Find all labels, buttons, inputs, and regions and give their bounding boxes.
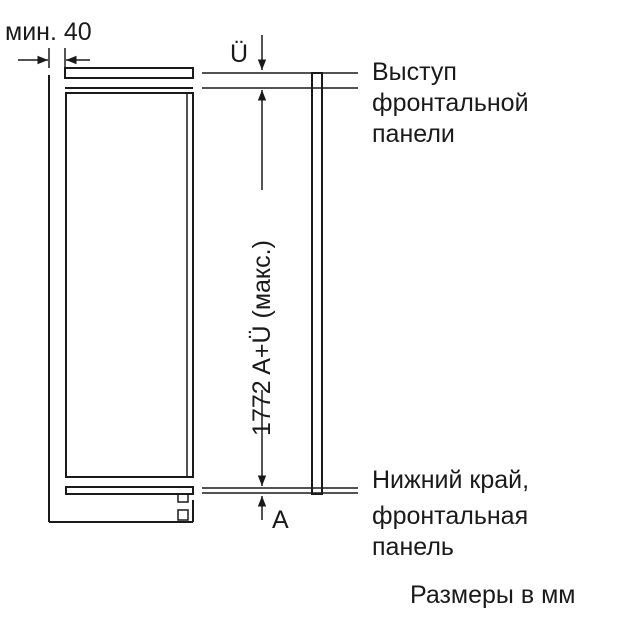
svg-text:панель: панель [372,533,454,561]
svg-text:Нижний край,: Нижний край, [372,466,529,494]
panel-overhang-label: Выступ фронтальной панели [372,58,529,148]
units-note: Размеры в мм [410,581,575,609]
front-panel [311,72,323,495]
svg-text:фронтальная: фронтальная [372,502,528,530]
reference-lines [202,72,358,494]
height-dimension-label: 1772 A+Ü (макс.) [248,240,276,436]
svg-text:панели: панели [372,120,455,148]
bottom-edge-label: Нижний край, фронтальная панель [372,466,529,561]
u-mark-label: Ü [230,40,248,68]
min-gap-label: мин. 40 [5,18,92,46]
cabinet-niche [48,67,194,523]
min-gap-dimension [18,48,90,68]
svg-text:Выступ: Выступ [372,58,457,86]
a-mark-label: A [272,506,289,534]
svg-text:фронтальной: фронтальной [372,89,529,117]
